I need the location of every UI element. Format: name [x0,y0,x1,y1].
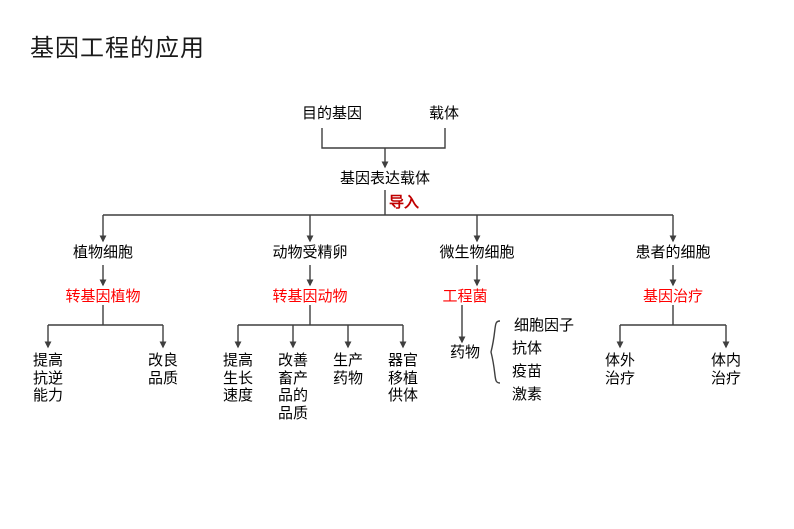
leaf-microbe-1: 抗体 [511,339,543,357]
leaf-microbe-0: 细胞因子 [513,316,575,334]
node-recipient-microbe: 微生物细胞 [439,243,515,261]
leaf-line: 品质 [277,404,308,423]
leaf-line: 移植 [387,368,418,387]
leaf-plant-1: 改良 品质 [143,351,183,387]
leaf-line: 体内 [710,351,741,369]
leaf-patient-1: 体内 治疗 [706,351,746,387]
leaf-line: 品质 [147,368,178,387]
leaf-line: 抗逆 [32,368,63,387]
node-product-engineered-bacteria: 工程菌 [442,287,488,305]
node-recipient-patient: 患者的细胞 [635,243,711,261]
leaf-line: 治疗 [604,368,635,387]
leaf-line: 速度 [222,386,253,405]
leaf-line: 生长 [222,368,253,387]
leaf-line: 改善 [277,351,308,369]
leaf-line: 提高 [222,351,253,369]
node-product-gene-therapy: 基因治疗 [642,287,704,305]
leaf-line: 品的 [277,386,308,405]
node-recipient-animal: 动物受精卵 [272,243,348,261]
leaf-animal-1: 改善 畜产 品的 品质 [273,351,313,423]
label-introduce: 导入 [388,193,420,211]
leaf-line: 提高 [32,351,63,369]
node-product-transgenic-animal: 转基因动物 [272,287,348,305]
leaf-line: 供体 [387,386,418,405]
leaf-line: 药物 [332,368,363,387]
leaf-microbe-2: 疫苗 [511,362,543,380]
leaf-line: 治疗 [710,368,741,387]
leaf-line: 器官 [387,351,418,369]
leaf-animal-2: 生产 药物 [328,351,368,387]
leaf-line: 能力 [32,386,63,405]
leaf-line: 生产 [332,351,363,369]
node-product-transgenic-plant: 转基因植物 [65,287,141,305]
node-target-gene: 目的基因 [301,104,363,122]
leaf-animal-3: 器官 移植 供体 [383,351,423,405]
leaf-animal-0: 提高 生长 速度 [218,351,258,405]
node-recipient-plant: 植物细胞 [72,243,134,261]
label-drugs-group: 药物 [449,343,481,361]
leaf-patient-0: 体外 治疗 [600,351,640,387]
leaf-line: 畜产 [277,368,308,387]
page-title: 基因工程的应用 [30,34,205,62]
leaf-line: 改良 [147,351,178,369]
node-expression-vector: 基因表达载体 [339,169,431,187]
leaf-microbe-3: 激素 [511,385,543,403]
leaf-plant-0: 提高 抗逆 能力 [28,351,68,405]
leaf-line: 体外 [604,351,635,369]
node-vector: 载体 [428,104,460,122]
